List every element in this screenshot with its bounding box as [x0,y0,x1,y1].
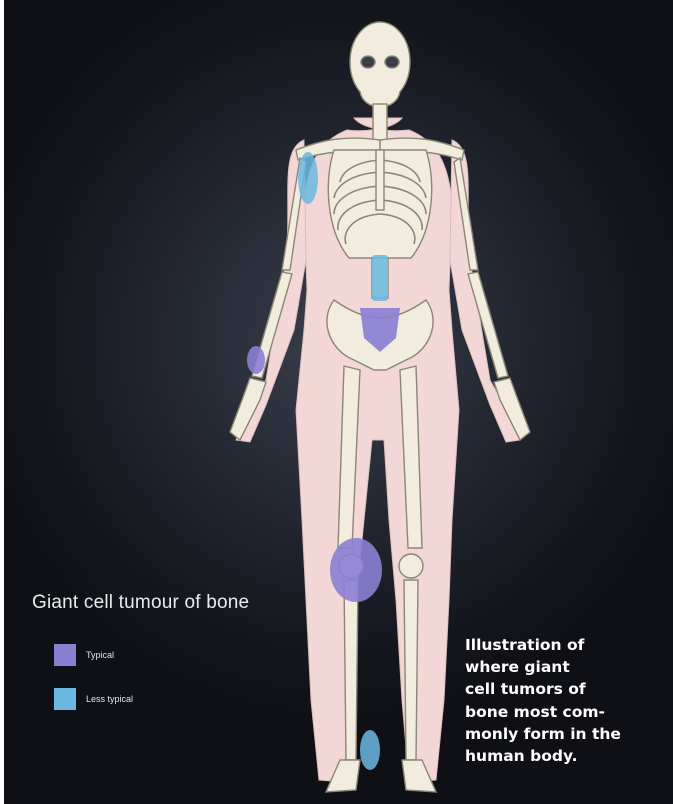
skull [350,22,410,102]
cervical-spine [373,104,387,144]
highlight-knee-typical [330,538,382,602]
legend-item-typical: Typical [54,644,114,666]
legend-swatch-less-typical [54,688,76,710]
highlight-ankle-less-typical [360,730,380,770]
legend-label-less-typical: Less typical [86,694,133,704]
eye-socket-right [385,56,399,68]
illustration-caption: Illustration of where giant cell tumors … [465,634,670,767]
eye-socket-left [361,56,375,68]
highlight-shoulder-less-typical [298,152,318,204]
legend-swatch-typical [54,644,76,666]
highlight-wrist-typical [247,346,265,374]
legend-item-less-typical: Less typical [54,688,133,710]
sternum [376,150,384,210]
tibia-left [344,580,358,760]
tibia-right [404,580,418,760]
illustration-panel: Giant cell tumour of bone Typical Less t… [4,0,673,804]
legend-label-typical: Typical [86,650,114,660]
patella-right [399,554,423,578]
legend-title: Giant cell tumour of bone [32,592,249,614]
highlight-lumbar-spine-less-typical [372,255,388,301]
